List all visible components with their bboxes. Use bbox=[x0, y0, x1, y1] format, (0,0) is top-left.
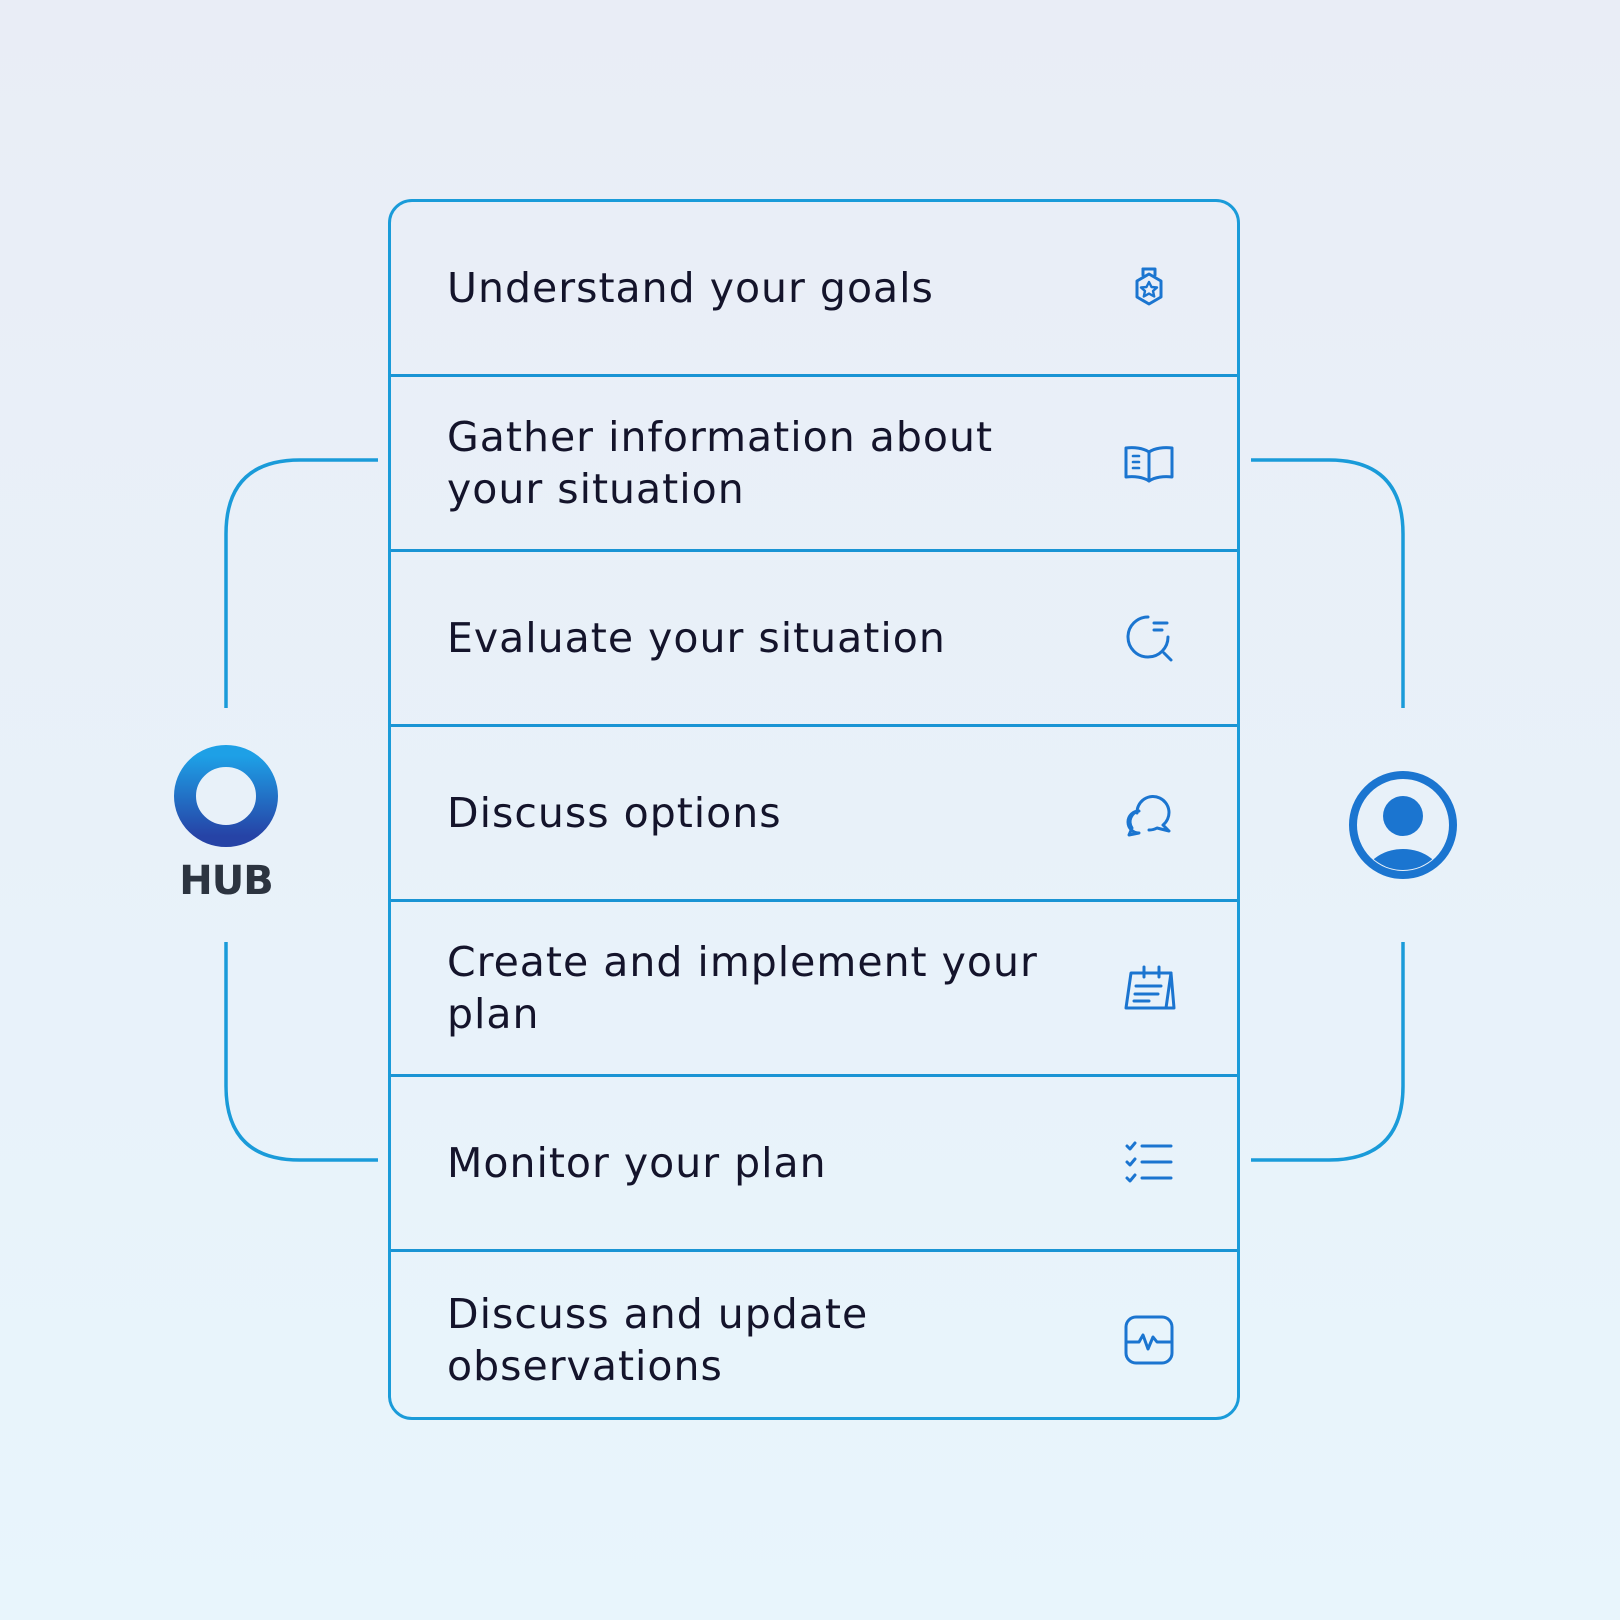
step-label: Understand your goals bbox=[447, 264, 934, 312]
step-label: Discuss options bbox=[447, 789, 782, 837]
step-label: Gather information about your situation bbox=[447, 413, 994, 513]
step-label: Monitor your plan bbox=[447, 1139, 827, 1187]
step-label: Evaluate your situation bbox=[447, 614, 946, 662]
step-label: Discuss and update observations bbox=[447, 1289, 869, 1390]
hub-wordmark: HUB bbox=[179, 858, 273, 904]
user-avatar bbox=[1347, 769, 1459, 881]
open-book-icon bbox=[1119, 433, 1179, 493]
calendar-plan-icon bbox=[1119, 958, 1179, 1018]
right-bottom-connector bbox=[1251, 942, 1405, 1162]
step-label: Create and implement your plan bbox=[447, 938, 1038, 1038]
user-avatar-icon bbox=[1349, 771, 1457, 879]
step-create-plan: Create and implement your plan bbox=[391, 902, 1237, 1077]
hub-logo: HUB bbox=[170, 745, 282, 905]
step-update-observations: Discuss and update observations bbox=[391, 1252, 1237, 1417]
left-bottom-connector bbox=[224, 942, 378, 1162]
step-evaluate-situation: Evaluate your situation bbox=[391, 552, 1237, 727]
step-understand-goals: Understand your goals bbox=[391, 202, 1237, 377]
goal-badge-icon bbox=[1119, 258, 1179, 318]
checklist-icon bbox=[1119, 1133, 1179, 1193]
activity-monitor-icon bbox=[1119, 1310, 1179, 1370]
chat-bubbles-icon bbox=[1119, 783, 1179, 843]
right-top-connector bbox=[1251, 458, 1405, 708]
step-discuss-options: Discuss options bbox=[391, 727, 1237, 902]
step-gather-information: Gather information about your situation bbox=[391, 377, 1237, 552]
search-evaluate-icon bbox=[1119, 608, 1179, 668]
hub-ring-logo-icon bbox=[174, 745, 278, 847]
process-steps-card: Understand your goals Gather information… bbox=[388, 199, 1240, 1420]
step-monitor-plan: Monitor your plan bbox=[391, 1077, 1237, 1252]
left-top-connector bbox=[224, 458, 378, 708]
